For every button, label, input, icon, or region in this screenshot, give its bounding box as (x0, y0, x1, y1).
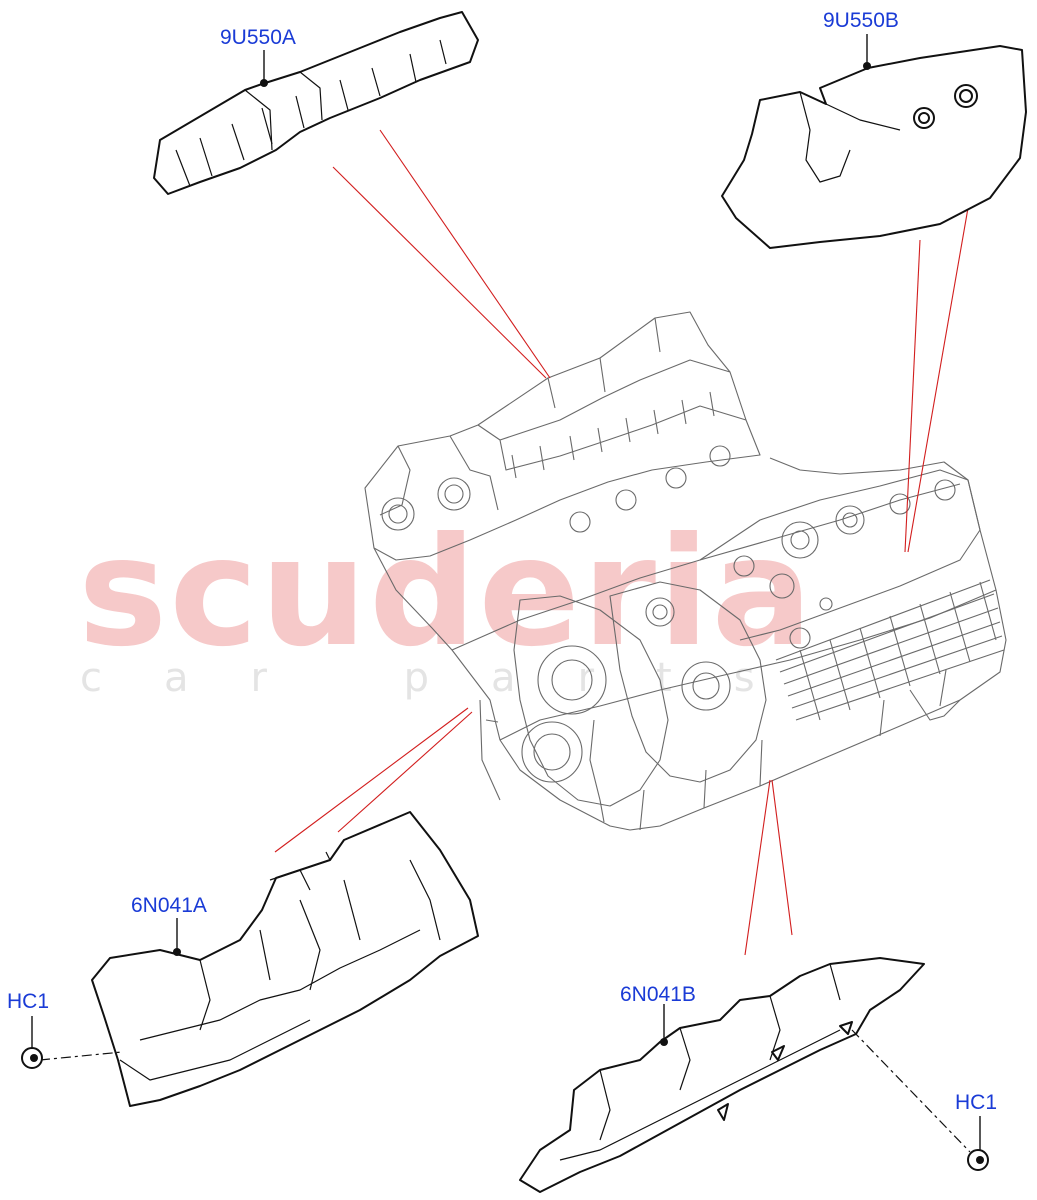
heat-shield-6n041a[interactable] (91, 811, 479, 1107)
heat-shield-9u550a[interactable] (153, 11, 479, 195)
callout-label-9u550a[interactable]: 9U550A (220, 26, 296, 49)
callout-label-hc1-right[interactable]: HC1 (955, 1091, 998, 1114)
hc1-left-leader (39, 1051, 123, 1061)
heat-shield-6n041b[interactable] (519, 957, 925, 1193)
clip-hc1-left[interactable] (21, 1047, 43, 1069)
callout-label-hc1-left[interactable]: HC1 (7, 990, 50, 1013)
callout-label-9u550b[interactable]: 9U550B (823, 9, 899, 32)
heat-shield-9u550b[interactable] (721, 45, 1027, 249)
watermark-tagline: car parts (80, 655, 817, 701)
engine-block (364, 311, 1007, 831)
clip-hc1-right[interactable] (967, 1149, 989, 1171)
hc1-right-leader (851, 1029, 971, 1153)
callout-label-6n041b[interactable]: 6N041B (620, 983, 696, 1006)
callout-label-6n041a[interactable]: 6N041A (131, 894, 207, 917)
leader-lines (274, 129, 969, 956)
